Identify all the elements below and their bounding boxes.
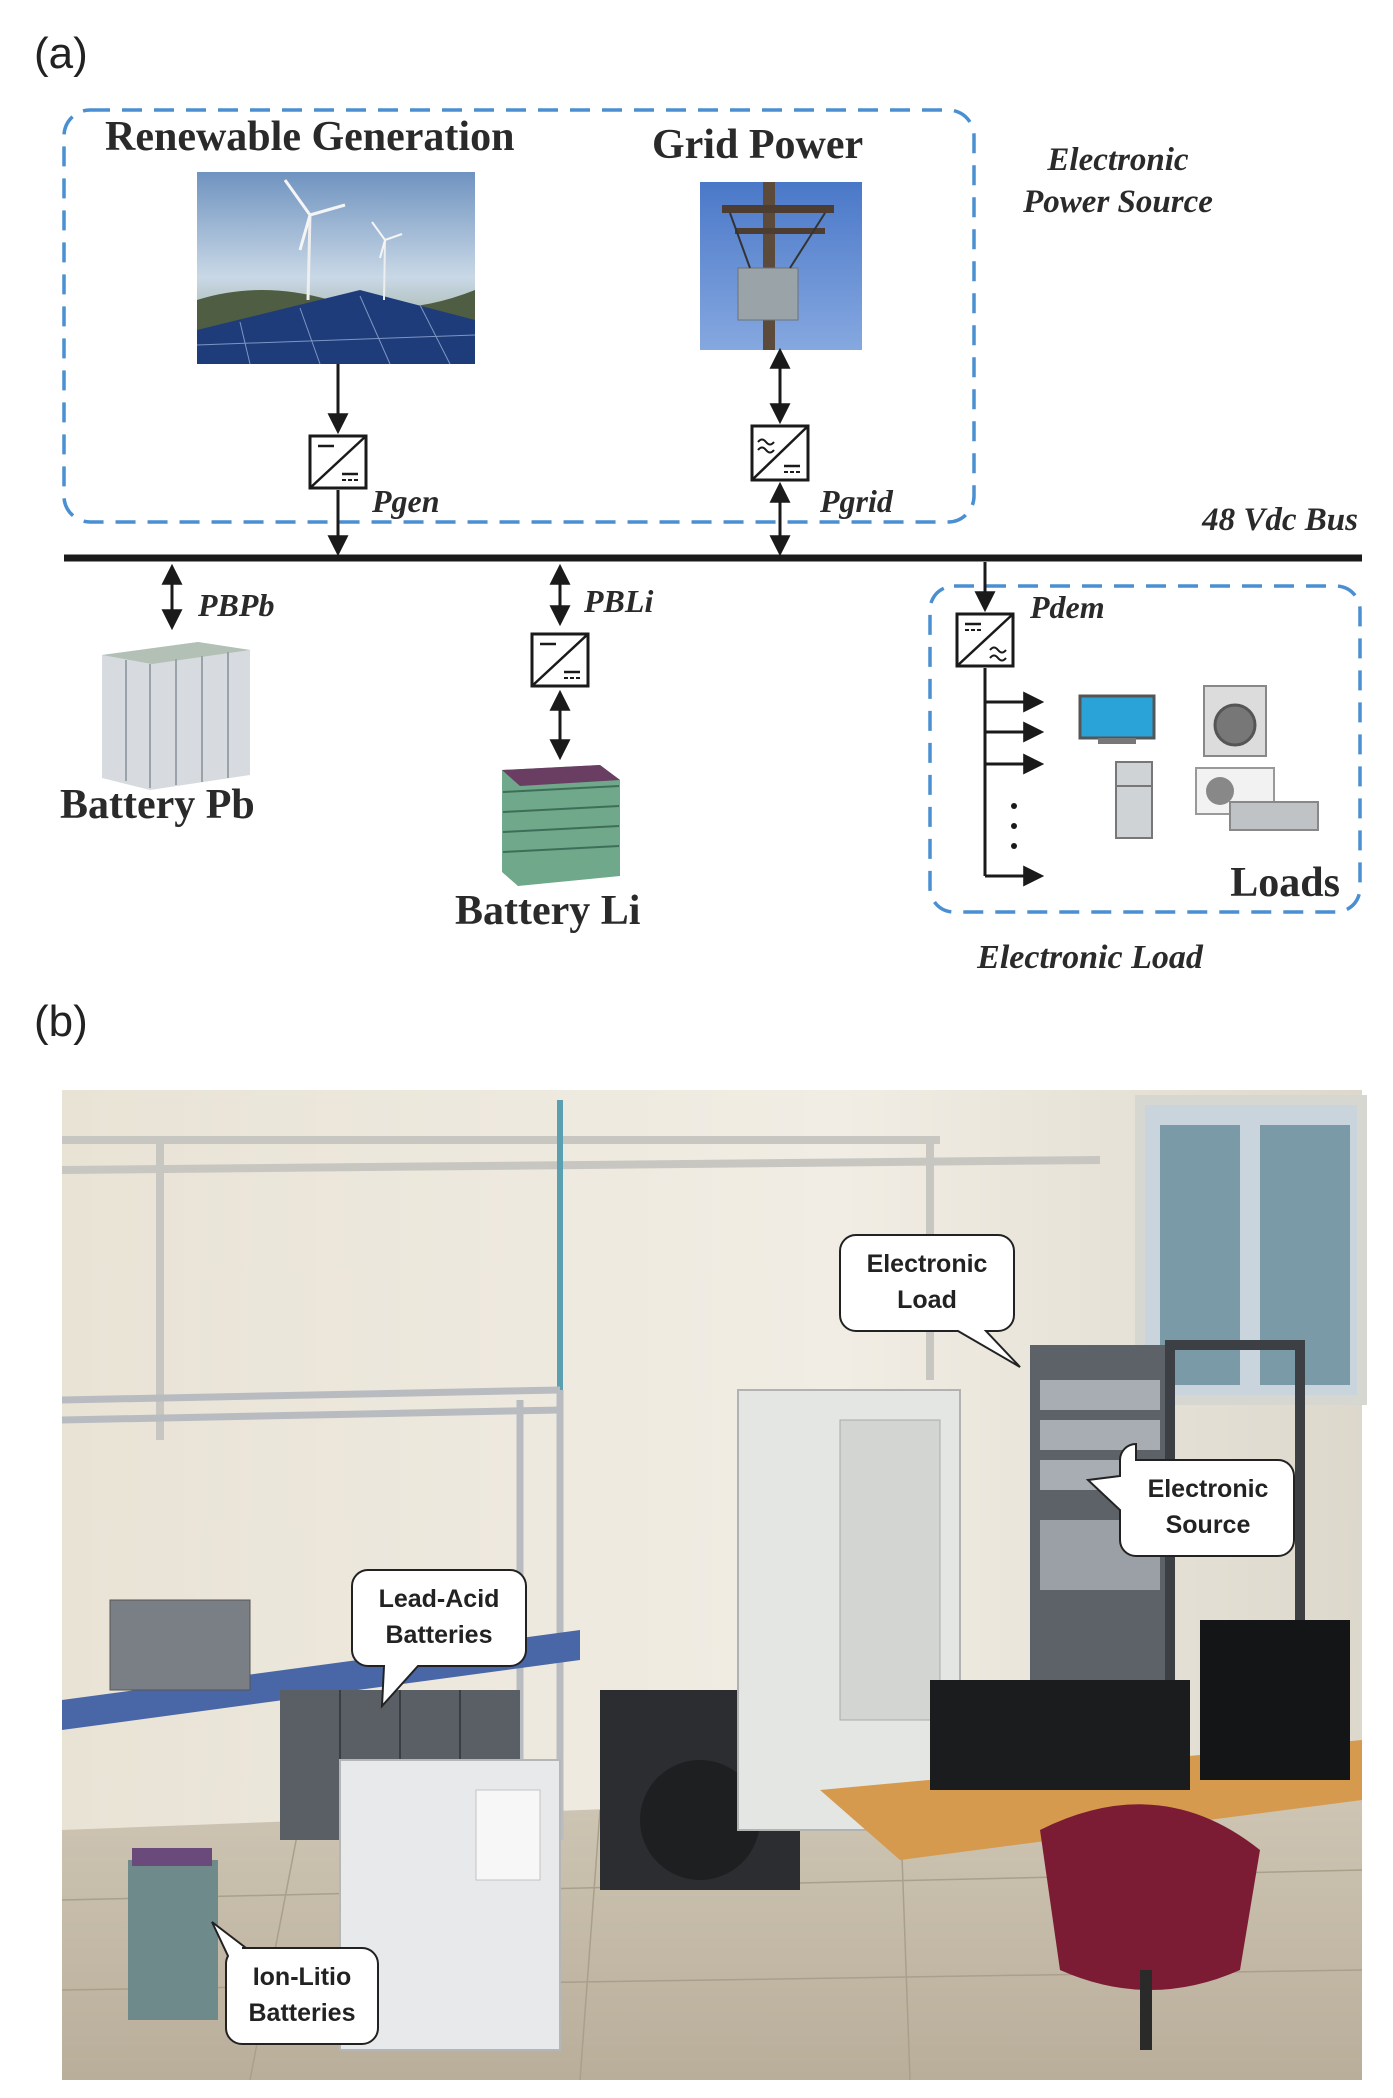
pgen-converter [308, 434, 368, 490]
grid-power-title: Grid Power [652, 122, 863, 168]
bus-label: 48 Vdc Bus [1201, 502, 1358, 538]
renewable-generation-title: Renewable Generation [105, 114, 514, 160]
panel-a-label: (a) [34, 29, 88, 78]
washing-machine-icon [1203, 685, 1267, 757]
electronic-load-box [928, 584, 1362, 914]
callout-electronic-load: Electronic Load [839, 1234, 1021, 1368]
callout-ion-litio-line1: Ion-Litio [253, 1963, 352, 1991]
electronic-power-source-box [62, 108, 976, 524]
pbpb-label: PBPb [197, 587, 274, 623]
pgrid-converter [750, 424, 810, 482]
callout-electronic-source: Electronic Source [1085, 1442, 1295, 1557]
callout-lead-acid-line2: Batteries [386, 1621, 493, 1649]
lab-photo [61, 1090, 1367, 2081]
refrigerator-icon [1115, 761, 1153, 839]
callout-electronic-load-line1: Electronic [867, 1250, 988, 1278]
battery-li-label: Battery Li [455, 888, 641, 934]
pgrid-label: Pgrid [819, 483, 894, 519]
air-conditioner-icon [1195, 767, 1319, 831]
pdem-label: Pdem [1029, 589, 1105, 625]
electronic-power-source-label-line2: Power Source [1022, 184, 1213, 220]
loads-branches [985, 691, 1045, 887]
battery-li-image [502, 765, 620, 886]
tv-icon [1078, 694, 1156, 744]
electronic-load-label: Electronic Load [976, 939, 1204, 976]
callout-electronic-load-line2: Load [897, 1286, 957, 1314]
callout-lead-acid: Lead-Acid Batteries [351, 1569, 527, 1709]
loads-label: Loads [1230, 860, 1340, 906]
loads-ellipsis [1011, 803, 1017, 849]
pdem-converter [955, 612, 1015, 668]
battery-pb-image [102, 642, 250, 790]
battery-pb-label: Battery Pb [60, 782, 255, 828]
callout-lead-acid-line1: Lead-Acid [379, 1585, 500, 1613]
callout-ion-litio: Ion-Litio Batteries [211, 1921, 379, 2045]
panel-b-label: (b) [34, 997, 88, 1046]
electronic-power-source-label-line1: Electronic [1046, 142, 1189, 178]
renewable-generation-photo [196, 172, 476, 365]
pbli-converter [530, 632, 590, 688]
callout-electronic-source-line2: Source [1166, 1511, 1251, 1539]
pgen-label: Pgen [371, 483, 440, 519]
callout-electronic-source-line1: Electronic [1148, 1475, 1269, 1503]
grid-power-photo [700, 182, 862, 350]
pbli-label: PBLi [583, 583, 653, 619]
callout-ion-litio-line2: Batteries [249, 1999, 356, 2027]
